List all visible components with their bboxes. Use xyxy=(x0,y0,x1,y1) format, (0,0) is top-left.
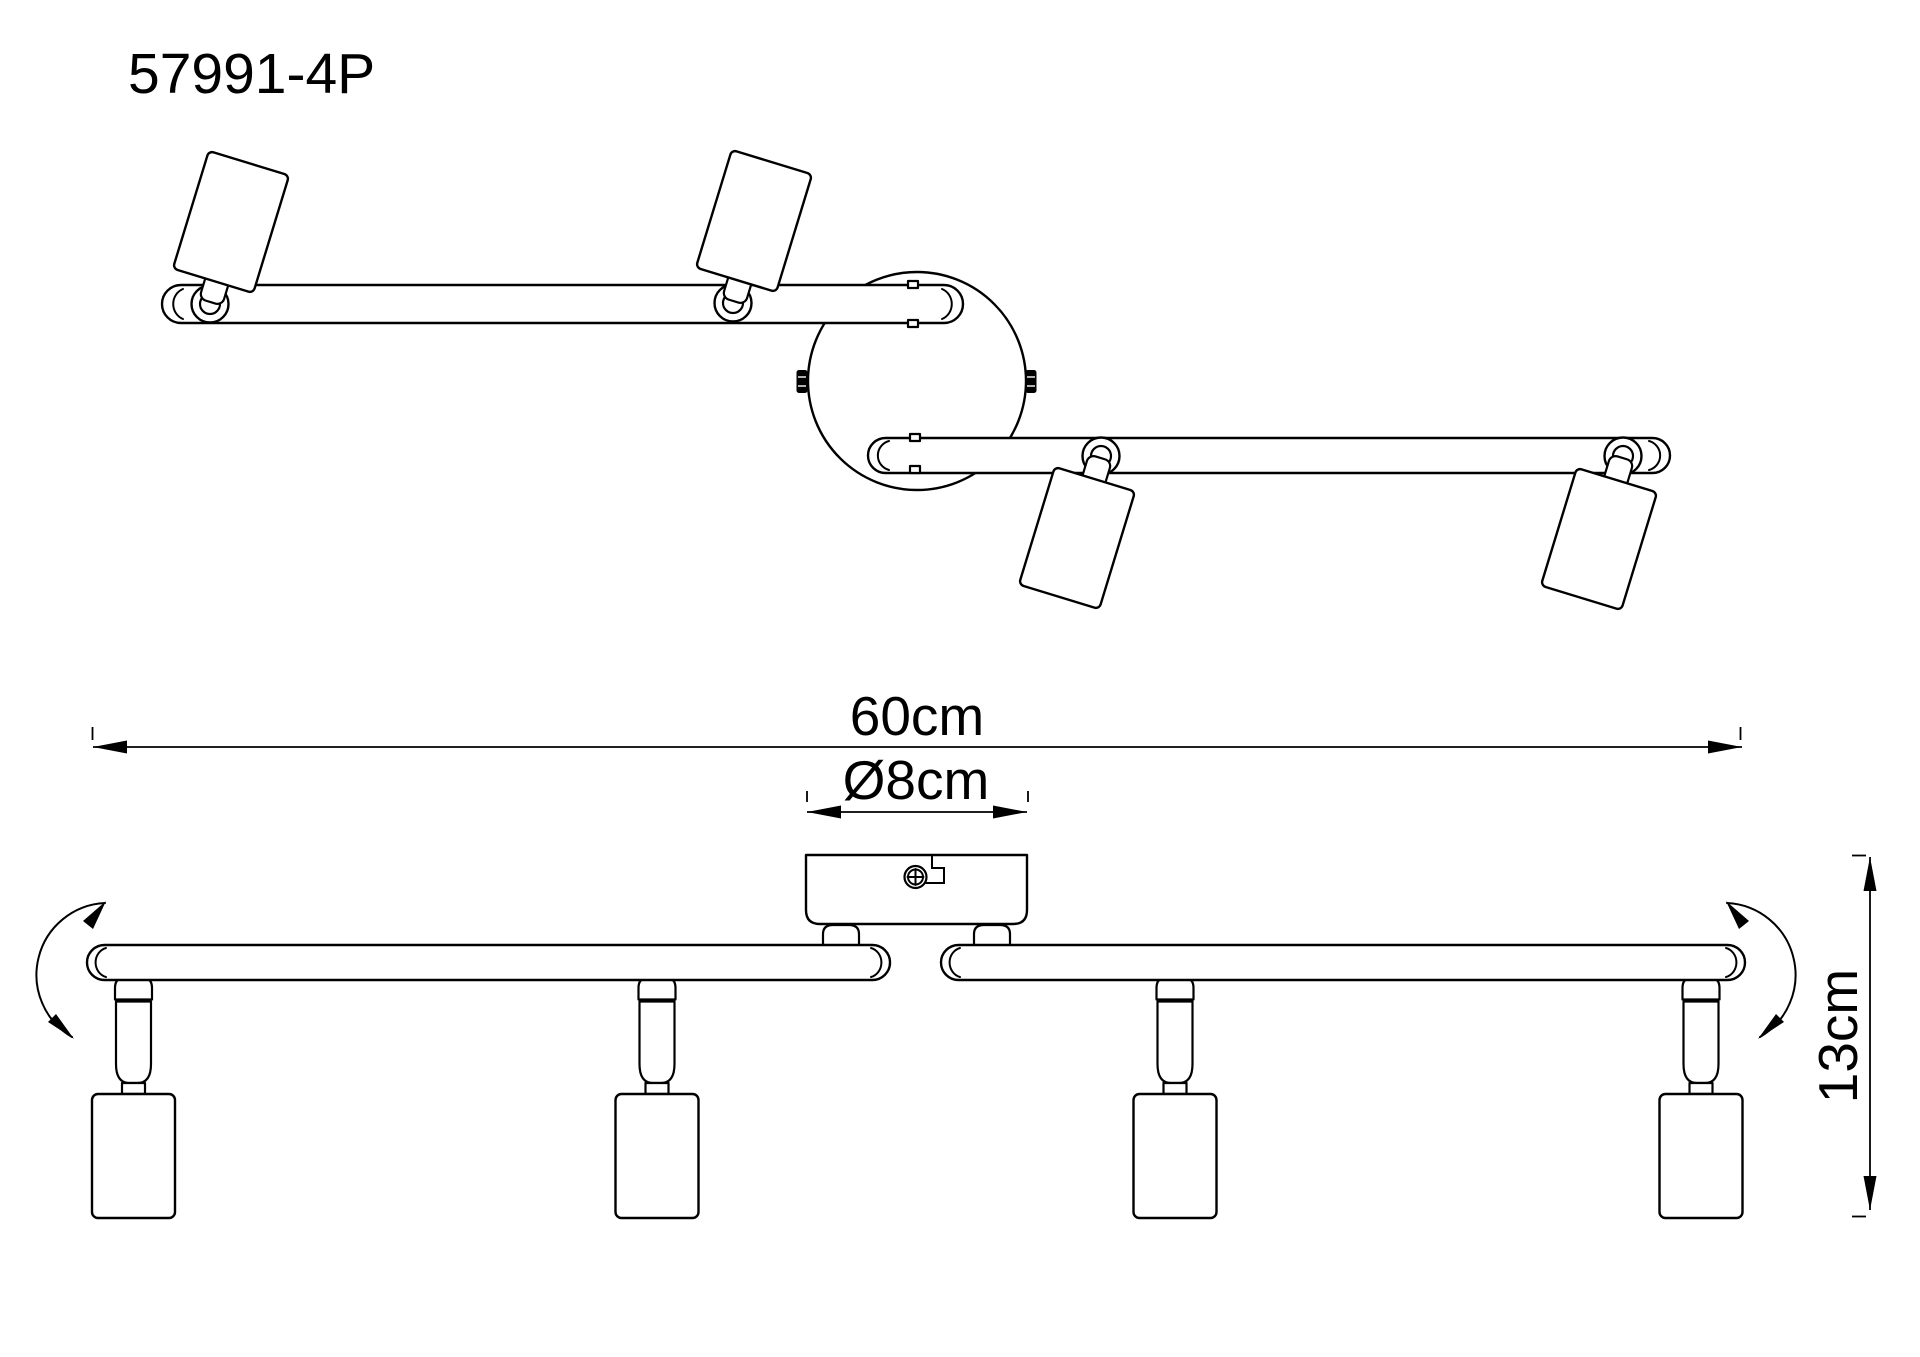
canopy-screw-right-icon xyxy=(1025,370,1037,393)
spot-head-front xyxy=(1658,1092,1744,1220)
arrowhead-icon xyxy=(1708,740,1742,754)
spot-unit-front-2 xyxy=(614,1000,700,1220)
spot-stem xyxy=(114,1000,153,1085)
spot-head-front xyxy=(614,1092,700,1220)
arrowhead-icon xyxy=(83,901,106,929)
arrowhead-icon xyxy=(807,805,841,819)
spot-connector xyxy=(1688,1081,1714,1096)
spot-unit-front-4 xyxy=(1658,1000,1744,1220)
spot-stem xyxy=(638,1000,676,1085)
rail-end-cap xyxy=(1648,440,1662,471)
arrowhead-icon xyxy=(1863,857,1877,891)
arrowhead-icon xyxy=(93,740,127,754)
dimension-canopy-diameter: Ø8cm xyxy=(806,749,1029,819)
dimension-width: 60cm xyxy=(91,685,1742,754)
canopy-stem-right xyxy=(972,923,1012,948)
arrowhead-icon xyxy=(1726,901,1749,929)
spot-stem xyxy=(1682,1000,1720,1085)
rotation-arrow-left xyxy=(35,901,106,1039)
spot-stem xyxy=(1156,1000,1194,1085)
rail-end-cap xyxy=(172,288,184,320)
pivot-nub xyxy=(906,279,920,290)
rail-end-cap xyxy=(1725,947,1738,978)
canopy-screw-icon xyxy=(903,864,928,890)
spot-unit-front-3 xyxy=(1132,1000,1218,1220)
rail-end-cap xyxy=(876,440,890,471)
rail-front-left xyxy=(85,943,892,982)
product-code: 57991-4P xyxy=(128,42,375,106)
pivot-nub xyxy=(906,318,920,329)
rail-end-cap xyxy=(948,947,961,978)
spot-connector xyxy=(120,1081,147,1096)
spot-connector xyxy=(644,1081,670,1096)
spot-head-3 xyxy=(1018,466,1136,610)
canopy-screw-left-icon xyxy=(796,370,808,393)
canopy-wire-notch xyxy=(925,855,945,884)
rail-upper xyxy=(160,279,965,329)
diameter-dimension-label: Ø8cm xyxy=(843,749,990,811)
arrowhead-icon xyxy=(1758,1014,1784,1039)
canopy-stem-left xyxy=(821,923,861,948)
canopy-front xyxy=(804,853,1029,926)
height-dimension-label: 13cm xyxy=(1807,969,1869,1104)
spot-head-1 xyxy=(172,150,290,294)
rail-lower xyxy=(866,432,1672,475)
width-dimension-label: 60cm xyxy=(850,685,985,747)
spot-unit-front-1 xyxy=(90,1000,177,1220)
pivot-nub xyxy=(908,432,922,443)
rotation-arrow-right xyxy=(1726,901,1797,1039)
rail-front-right xyxy=(939,943,1747,982)
arrowhead-icon xyxy=(1863,1176,1877,1210)
rail-end-cap xyxy=(870,947,883,978)
dimension-height: 13cm xyxy=(1807,854,1877,1218)
spot-head-front xyxy=(90,1092,177,1220)
rail-end-cap xyxy=(941,288,953,320)
spot-connector xyxy=(1162,1081,1188,1096)
rail-end-cap xyxy=(94,947,107,978)
spot-head-4 xyxy=(1540,467,1658,611)
top-view xyxy=(160,149,1672,611)
spot-head-front xyxy=(1132,1092,1218,1220)
front-view xyxy=(35,853,1797,1220)
spot-head-2 xyxy=(695,149,813,293)
arrowhead-icon xyxy=(48,1014,74,1039)
joint-domes xyxy=(113,976,1721,1001)
pivot-nub xyxy=(908,464,922,475)
arrowhead-icon xyxy=(993,805,1027,819)
